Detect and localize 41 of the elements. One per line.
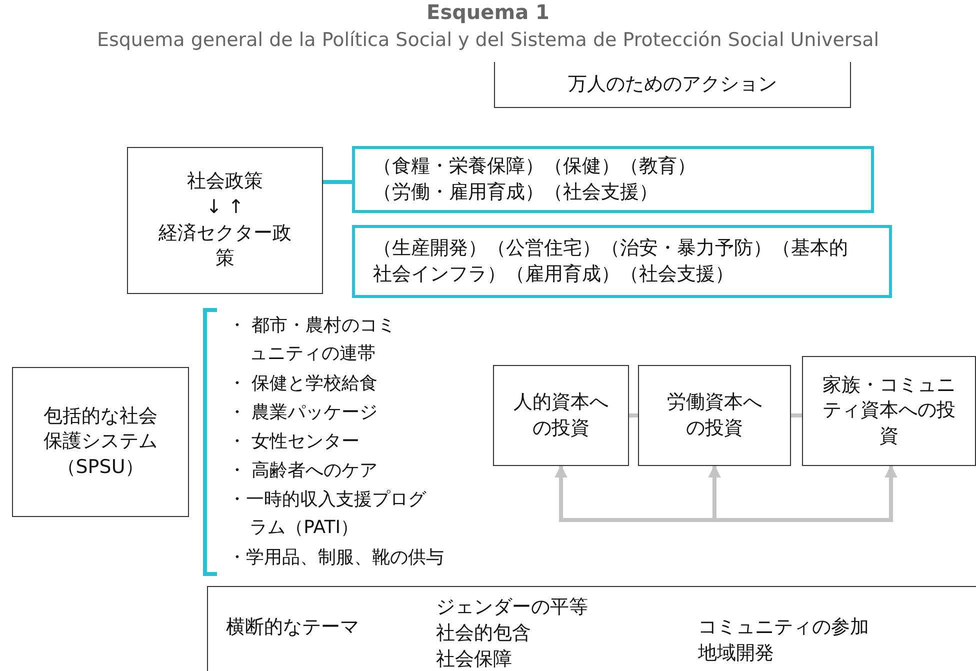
arrow xyxy=(884,464,898,520)
node-label: 万人のためのアクション xyxy=(568,72,777,97)
node-label: 地域開発 xyxy=(698,641,774,666)
connector-line xyxy=(559,518,893,522)
subtitle: Esquema general de la Política Social y del Sistema de Protección Social Universal xyxy=(96,28,880,53)
process-box xyxy=(12,367,189,517)
list-item: ・学用品、制服、靴の供与 xyxy=(228,546,445,570)
category-box xyxy=(352,225,892,298)
node-label: 社会政策 xyxy=(187,169,263,194)
list-item: ・ 女性センター xyxy=(228,430,361,454)
process-box xyxy=(127,147,323,294)
arrow xyxy=(554,464,568,520)
node-label: 包括的な社会保護システム（SPSU） xyxy=(42,404,158,480)
process-box xyxy=(802,356,976,466)
node-label: （生産開発）（公営住宅）（治安・暴力予防）（基本的社会インフラ）（雇用育成）（社会支援） xyxy=(373,236,848,286)
node-label: 人的資本への投資 xyxy=(512,390,610,440)
list-item: ・一時的収入支援プログラム（PATI） xyxy=(228,488,428,540)
diagram-title: Esquema 1 xyxy=(426,0,550,24)
node-label: 経済セクター政策 xyxy=(158,220,292,272)
list-item: ・ 保健と学校給食 xyxy=(228,372,379,396)
list-item: ・ 農業パッケージ xyxy=(228,401,379,425)
node-label: 社会保障 xyxy=(436,647,512,671)
list-item: ・ 高齢者へのケア xyxy=(228,459,379,483)
list-item: ・ 都市・農村のコミュニティの連帯 xyxy=(228,314,397,366)
node-label: コミュニティの参加 xyxy=(698,615,869,640)
process-box xyxy=(494,62,851,108)
process-box xyxy=(638,365,791,466)
node-label: 社会的包含 xyxy=(436,621,531,646)
process-box xyxy=(207,586,976,671)
connector-line xyxy=(323,180,352,184)
arrow xyxy=(708,464,721,520)
category-box xyxy=(352,146,874,213)
process-box xyxy=(493,365,629,466)
connector-line xyxy=(629,414,638,418)
node-label: ジェンダーの平等 xyxy=(436,595,588,620)
node-label: （食糧・栄養保障）（保健）（教育）（労働・雇用育成）（社会支援） xyxy=(373,154,697,204)
node-label: 労働資本への投資 xyxy=(666,390,763,440)
node-label: 家族・コミュニティ資本への投資 xyxy=(822,372,956,449)
connector-line xyxy=(791,414,802,418)
node-label: ↓ ↑ xyxy=(206,194,244,220)
node-label: 横断的なテーマ xyxy=(226,615,359,640)
